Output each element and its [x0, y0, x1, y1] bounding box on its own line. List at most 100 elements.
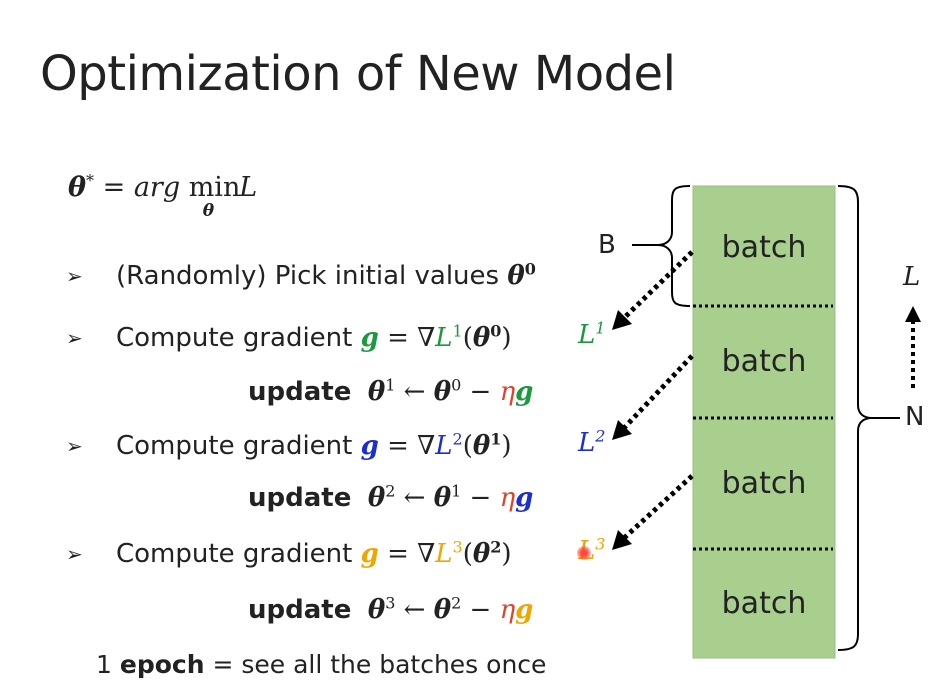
- loss-label-2: L2: [578, 428, 605, 458]
- gradient-3-theta: θ: [472, 539, 491, 569]
- update-1-prev: θ: [433, 377, 452, 407]
- slide-title: Optimization of New Model: [40, 46, 676, 102]
- update-3-prev-sup: 2: [451, 593, 462, 613]
- epoch-count: 1: [96, 650, 120, 679]
- batch-label: batch: [721, 586, 807, 621]
- update-3-prev: θ: [433, 595, 452, 625]
- arrowhead-icon: [612, 420, 632, 440]
- gradient-2-theta: θ: [472, 431, 491, 461]
- update-3: update θ3 ← θ2 − ηg: [248, 594, 533, 626]
- update-2-theta-sup: 2: [385, 481, 396, 501]
- step-pick-theta: θ: [507, 261, 525, 291]
- pointer-cursor-icon: [577, 546, 591, 560]
- gradient-1-theta: θ: [472, 323, 491, 353]
- update-3-eta: η: [499, 595, 516, 625]
- gradient-1-close: ): [501, 323, 512, 353]
- dotted-arrow-icon: [622, 354, 694, 430]
- epoch-rest: = see all the batches once: [204, 650, 547, 679]
- update-1-g: g: [515, 377, 534, 407]
- update-3-arrow: ←: [395, 595, 434, 625]
- update-2-prev-sup: 1: [451, 481, 462, 501]
- update-1-minus: −: [461, 377, 500, 407]
- batch-label: batch: [721, 466, 807, 501]
- gradient-2-open: (: [462, 431, 473, 461]
- bullet-arrow-icon: ➢: [66, 326, 83, 350]
- objective-min-block: min θ: [189, 172, 241, 221]
- update-2-arrow: ←: [395, 483, 434, 513]
- update-3-theta-sup: 3: [385, 593, 396, 613]
- loss-label-2-L: L: [578, 428, 596, 458]
- batch-size-label: B: [598, 230, 616, 260]
- bullet-arrow-icon: ➢: [66, 264, 83, 288]
- step-gradient-1: Compute gradient g = ∇L1(θ0): [116, 322, 512, 354]
- objective-theta: θ: [68, 172, 87, 203]
- dotted-arrow-icon: [622, 474, 694, 540]
- update-2-prev: θ: [433, 483, 452, 513]
- epoch-definition: 1 epoch = see all the batches once: [96, 650, 546, 679]
- bullet-arrow-icon: ➢: [66, 434, 83, 458]
- gradient-3-text: Compute gradient: [116, 539, 361, 569]
- bullet-arrow-icon: ➢: [66, 542, 83, 566]
- gradient-2-L-sup: 2: [452, 429, 463, 449]
- update-1-theta-sup: 1: [385, 375, 396, 395]
- update-3-label: update: [248, 595, 352, 625]
- update-2-eta: η: [499, 483, 516, 513]
- loss-label-1-sup: 1: [595, 318, 606, 338]
- update-2-g: g: [515, 483, 534, 513]
- gradient-2-close: ): [501, 431, 512, 461]
- update-3-minus: −: [461, 595, 500, 625]
- batch-label: batch: [721, 230, 807, 265]
- objective-arg: arg: [133, 172, 181, 203]
- step-pick-theta-sup: 0: [524, 259, 536, 279]
- objective-formula: θ* = arg min θ L: [68, 171, 258, 221]
- update-2-theta: θ: [367, 483, 386, 513]
- gradient-2-text: Compute gradient: [116, 431, 361, 461]
- total-size-label: N: [905, 402, 925, 432]
- gradient-1-g: g: [360, 323, 379, 353]
- gradient-3-close: ): [501, 539, 512, 569]
- epoch-word: epoch: [119, 650, 205, 679]
- batch-label: batch: [721, 344, 807, 379]
- objective-theta-star: *: [86, 171, 95, 190]
- update-1-arrow: ←: [395, 377, 434, 407]
- loss-label-1: L1: [578, 320, 605, 350]
- gradient-1-L-sup: 1: [452, 321, 463, 341]
- update-1-label: update: [248, 377, 352, 407]
- update-1-prev-sup: 0: [451, 375, 462, 395]
- update-3-theta: θ: [367, 595, 386, 625]
- loss-label-2-sup: 2: [595, 426, 606, 446]
- dotted-arrow-icon: [622, 250, 694, 320]
- update-2-label: update: [248, 483, 352, 513]
- gradient-1-eq: = ∇: [378, 323, 436, 353]
- arrowhead-icon: [612, 530, 632, 550]
- gradient-1-text: Compute gradient: [116, 323, 361, 353]
- step-gradient-2: Compute gradient g = ∇L2(θ1): [116, 430, 512, 462]
- gradient-2-eq: = ∇: [378, 431, 436, 461]
- objective-loss: L: [239, 172, 258, 203]
- update-1-eta: η: [499, 377, 516, 407]
- update-1-theta: θ: [367, 377, 386, 407]
- update-3-g: g: [515, 595, 534, 625]
- step-pick-text: (Randomly) Pick initial values: [116, 261, 508, 291]
- step-pick-initial: (Randomly) Pick initial values θ0: [116, 260, 536, 292]
- gradient-1-open: (: [462, 323, 473, 353]
- step-gradient-3: Compute gradient g = ∇L3(θ2): [116, 538, 512, 570]
- gradient-2-theta-sup: 1: [490, 429, 502, 449]
- update-1: update θ1 ← θ0 − ηg: [248, 376, 533, 408]
- arrowhead-icon: [905, 306, 921, 322]
- update-2: update θ2 ← θ1 − ηg: [248, 482, 533, 514]
- gradient-3-theta-sup: 2: [490, 537, 502, 557]
- brace-icon: [657, 185, 691, 307]
- gradient-2-L: L: [435, 431, 453, 461]
- objective-equals: =: [94, 172, 134, 203]
- total-loss-label: L: [903, 262, 921, 292]
- gradient-3-eq: = ∇: [378, 539, 436, 569]
- loss-label-3-sup: 3: [595, 534, 606, 554]
- objective-min: min: [188, 172, 241, 203]
- update-2-minus: −: [461, 483, 500, 513]
- gradient-3-L-sup: 3: [452, 537, 463, 557]
- gradient-3-g: g: [360, 539, 379, 569]
- gradient-3-open: (: [462, 539, 473, 569]
- loss-label-1-L: L: [578, 320, 596, 350]
- gradient-3-L: L: [435, 539, 453, 569]
